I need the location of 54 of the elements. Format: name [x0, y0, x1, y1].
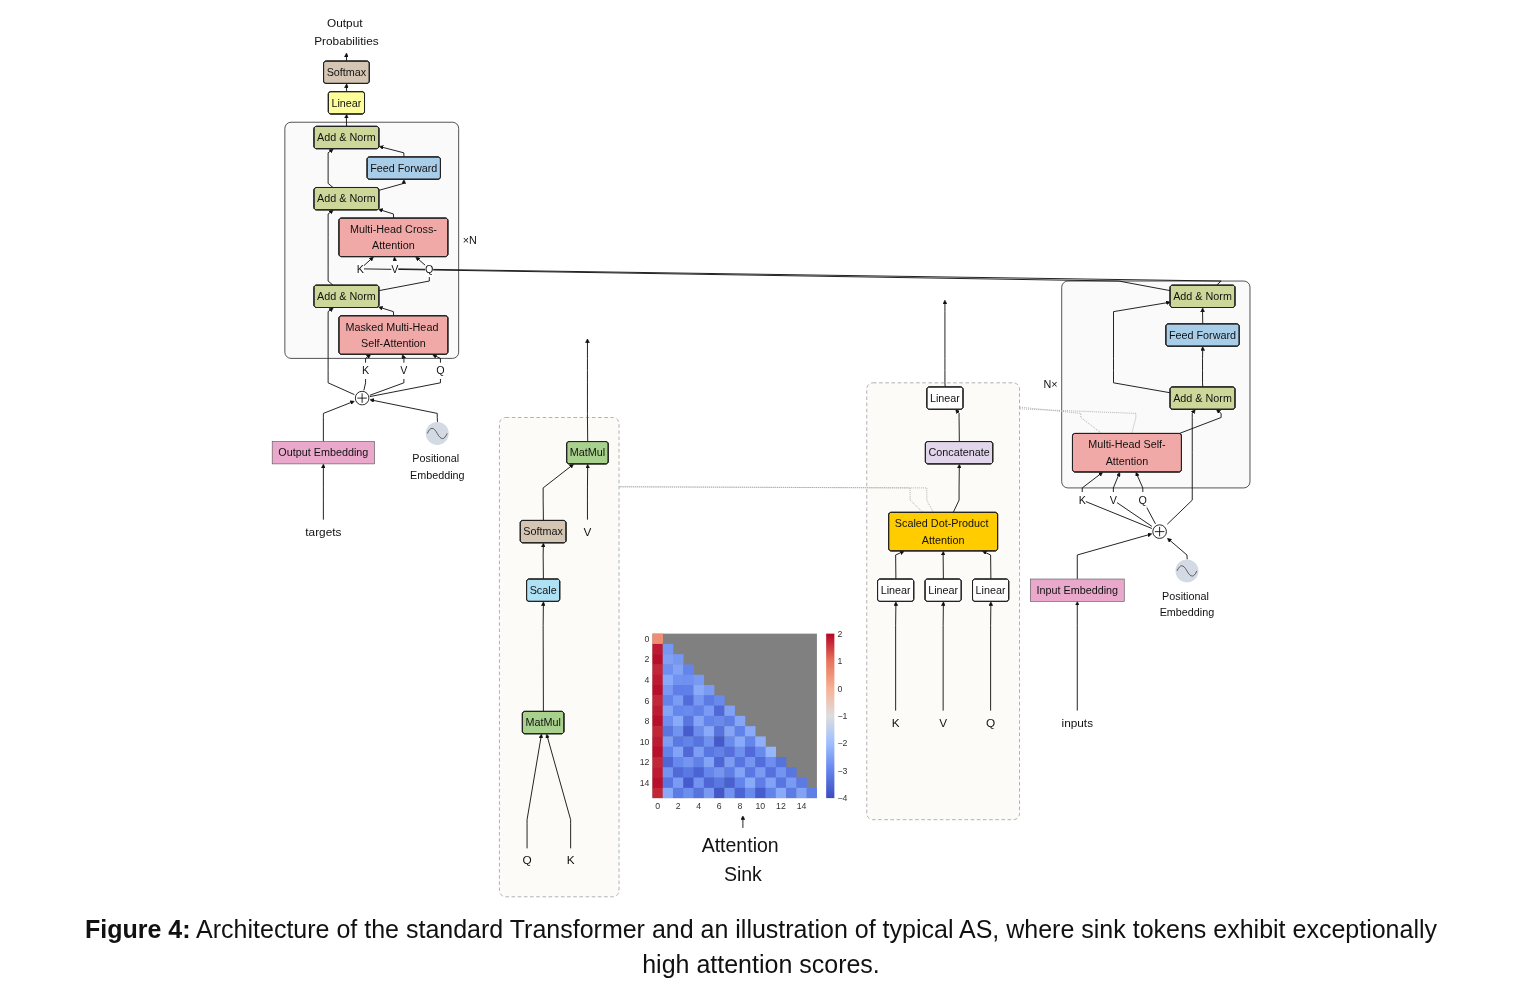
- colorbar-tick-label: 2: [837, 628, 843, 639]
- node-text: Q: [985, 715, 996, 730]
- edge-label: K: [1078, 494, 1086, 506]
- node-text: inputs: [1061, 715, 1093, 730]
- edge-label: Q: [436, 364, 445, 377]
- colorbar-tick-label: −2: [837, 738, 848, 749]
- edge-label: Q: [425, 262, 434, 275]
- axis-tick-label: 8: [737, 801, 743, 812]
- axis-tick-label: 12: [776, 801, 786, 812]
- node-box: Output Embedding: [271, 441, 375, 465]
- axis-tick-label: 8: [644, 716, 650, 727]
- cluster: [1061, 280, 1251, 489]
- node-text: targets: [305, 524, 342, 539]
- node-text: V: [939, 715, 947, 730]
- colorbar-tick-label: −3: [837, 765, 848, 776]
- axis-tick-label: 2: [644, 654, 650, 665]
- cluster: [498, 417, 620, 898]
- colorbar-tick-label: 1: [837, 656, 843, 667]
- cluster: [866, 382, 1020, 821]
- connector: [1018, 408, 1137, 434]
- axis-tick-label: 10: [639, 736, 650, 747]
- edge-label: K: [356, 262, 364, 275]
- axis-tick-label: 6: [644, 695, 650, 706]
- axis-tick-label: 0: [644, 633, 650, 644]
- node-text: V: [583, 524, 592, 539]
- node-label: ×N: [462, 234, 477, 247]
- edge-label: K: [361, 364, 370, 377]
- edge-label: Q: [1138, 494, 1147, 506]
- node-circle: [354, 390, 370, 406]
- axis-tick-label: 2: [675, 801, 681, 812]
- axis-tick-label: 4: [696, 801, 701, 812]
- node-circle: [1151, 523, 1168, 540]
- node-text: Attention Sink: [701, 834, 779, 886]
- axis-tick-label: 0: [655, 801, 660, 812]
- edge-label: V: [391, 262, 399, 275]
- edge-label: V: [400, 364, 408, 377]
- axis-tick-label: 14: [796, 801, 807, 812]
- node-text: K: [891, 715, 900, 730]
- node-label: N×: [1043, 378, 1058, 391]
- node-text: Q: [522, 853, 532, 867]
- node-text: Output Probabilities: [314, 16, 379, 48]
- colorbar-tick-label: −4: [837, 793, 848, 804]
- axis-tick-label: 12: [639, 757, 650, 768]
- cluster: [284, 121, 459, 359]
- colorbar-tick-label: 0: [837, 683, 843, 694]
- node-box: Input Embedding: [1029, 578, 1125, 602]
- axis-tick-label: 10: [755, 801, 766, 812]
- colorbar-tick-label: −1: [837, 710, 848, 721]
- axis-tick-label: 6: [716, 801, 722, 812]
- edge-label: V: [1109, 494, 1117, 506]
- axis-tick-label: 14: [639, 777, 650, 788]
- connector: [1018, 406, 1103, 434]
- node-text: K: [566, 853, 575, 867]
- figure-caption: Figure 4: Architecture of the standard Transformer and an illustration of typical AS, where sink tokens exhibit exceptionally high attention scores.: [83, 914, 1439, 980]
